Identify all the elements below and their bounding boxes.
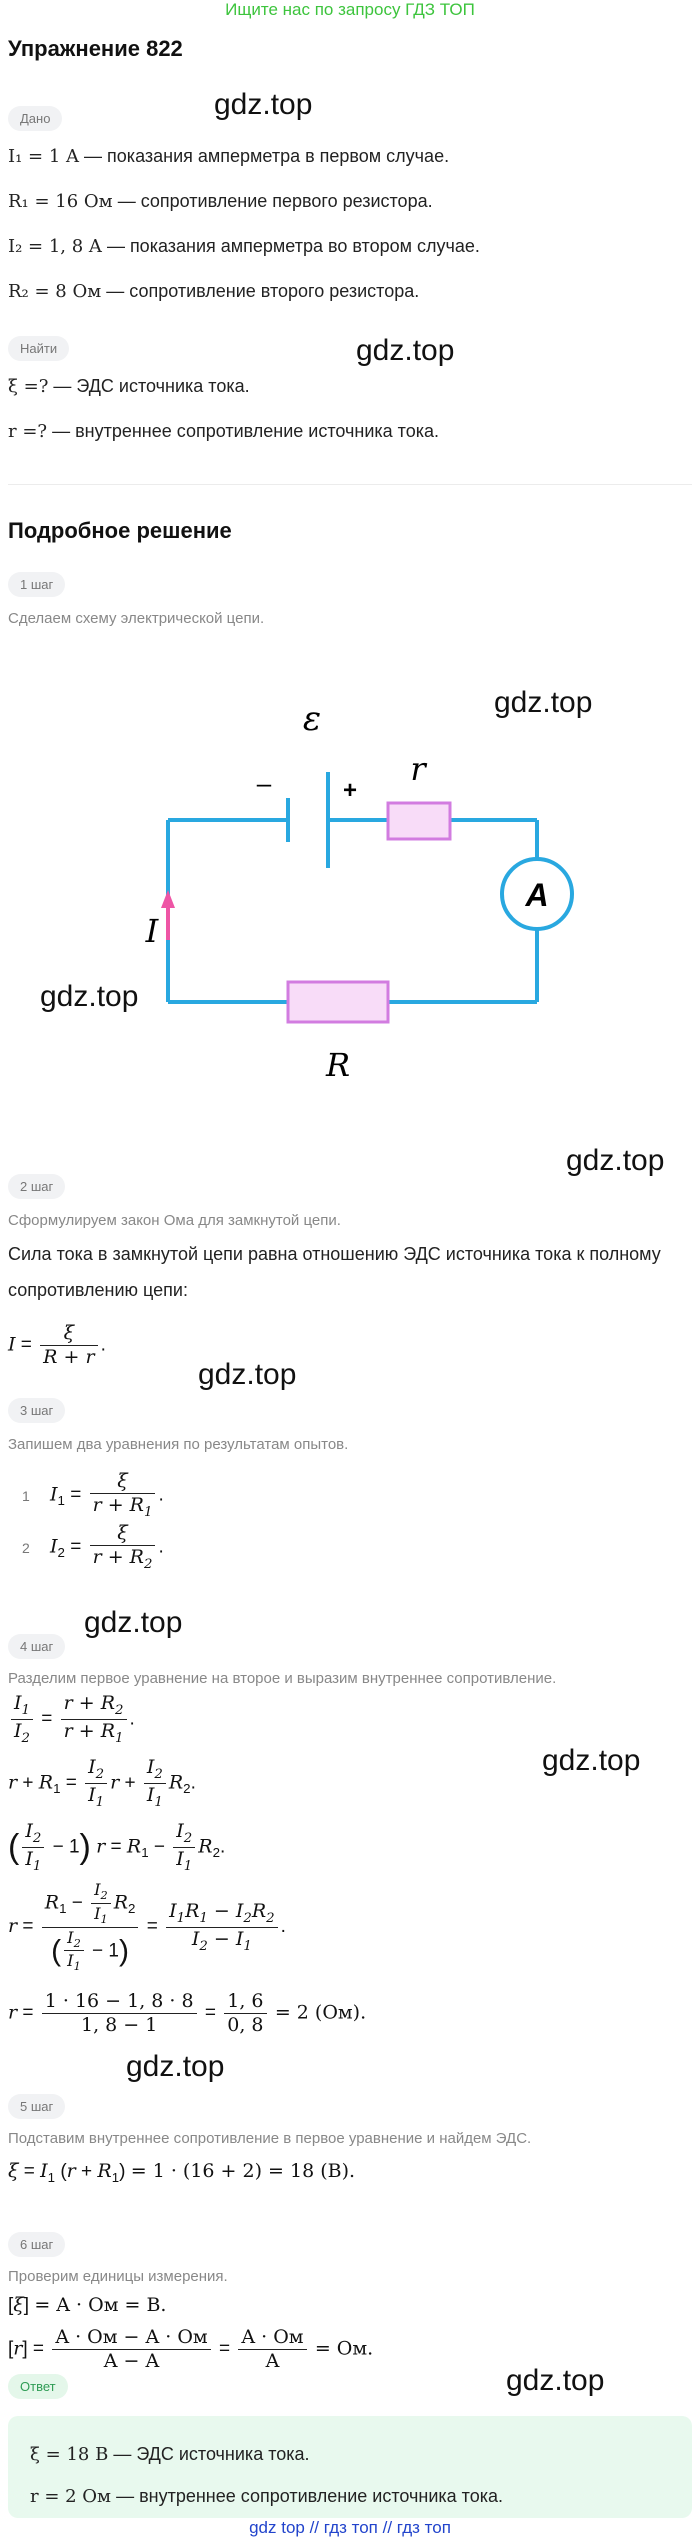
watermark: gdz.top bbox=[542, 1744, 641, 1777]
step-5-text: Подставим внутреннее сопротивление в пер… bbox=[8, 2130, 532, 2147]
circuit-diagram: ε – + r A I R bbox=[145, 699, 574, 1084]
step-6-chip: 6 шаг bbox=[8, 2232, 66, 2257]
step-3-chip: 3 шаг bbox=[8, 1398, 66, 1423]
step-4-text: Разделим первое уравнение на второе и вы… bbox=[8, 1670, 557, 1687]
watermark: gdz.top bbox=[198, 1358, 297, 1391]
watermark: gdz.top bbox=[506, 2364, 605, 2397]
watermark: gdz.top bbox=[566, 1144, 665, 1177]
eq-number-2: 2 bbox=[22, 1540, 30, 1556]
plus-sign: + bbox=[343, 777, 357, 804]
circuit-wires bbox=[166, 772, 574, 1004]
units-check-emf: [ξ] = A · Ом = В. bbox=[8, 2294, 167, 2316]
watermark: gdz.top bbox=[494, 686, 593, 719]
step-3-text: Запишем два уравнения по результатам опы… bbox=[8, 1436, 349, 1453]
step-5-chip: 5 шаг bbox=[8, 2094, 66, 2119]
watermark: gdz.top bbox=[356, 334, 455, 367]
given-line-3: I₂ = 1, 8 A — показания амперметра во вт… bbox=[8, 236, 480, 257]
current-label: I bbox=[145, 912, 160, 950]
watermark: gdz.top bbox=[126, 2050, 225, 2083]
emf-label: ε bbox=[303, 699, 321, 739]
given-line-2: R₁ = 16 Ом — сопротивление первого резис… bbox=[8, 191, 433, 212]
answer-line-1: ξ = 18 В — ЭДС источника тока. bbox=[30, 2444, 310, 2465]
given-line-4: R₂ = 8 Ом — сопротивление второго резист… bbox=[8, 281, 420, 302]
step-2-text: Сформулируем закон Ома для замкнутой цеп… bbox=[8, 1212, 341, 1229]
answer-chip: Ответ bbox=[8, 2374, 68, 2399]
eq-number-1: 1 bbox=[22, 1488, 30, 1504]
page-title: Упражнение 822 bbox=[8, 36, 183, 61]
current-arrow-head bbox=[161, 890, 175, 908]
emf-calculation: ξ = I1 (r + R1) = 1 · (16 + 2) = 18 (В). bbox=[8, 2160, 356, 2185]
ammeter-circle bbox=[500, 857, 574, 931]
divider bbox=[8, 484, 692, 485]
solution-title: Подробное решение bbox=[8, 518, 232, 543]
ammeter-label: A bbox=[524, 877, 548, 913]
given-chip: Дано bbox=[8, 106, 63, 131]
watermark: gdz.top bbox=[214, 88, 313, 121]
r-label: r bbox=[410, 750, 427, 788]
step-1-chip: 1 шаг bbox=[8, 572, 66, 597]
step-2-chip: 2 шаг bbox=[8, 1174, 66, 1199]
step-6-text: Проверим единицы измерения. bbox=[8, 2268, 228, 2285]
step-2-body: Сила тока в замкнутой цепи равна отношен… bbox=[8, 1244, 661, 1300]
internal-resistor bbox=[386, 801, 452, 841]
step-1-text: Сделаем схему электрической цепи. bbox=[8, 610, 265, 627]
answer-line-2: r = 2 Ом — внутреннее сопротивление исто… bbox=[30, 2486, 504, 2507]
minus-sign: – bbox=[257, 768, 272, 798]
step-4-chip: 4 шаг bbox=[8, 1634, 66, 1659]
find-line-2: r =? — внутреннее сопротивление источник… bbox=[8, 421, 440, 442]
find-line-1: ξ =? — ЭДС источника тока. bbox=[8, 376, 250, 397]
answer-box: ξ = 18 В — ЭДС источника тока. r = 2 Ом … bbox=[8, 2416, 692, 2518]
find-chip: Найти bbox=[8, 336, 70, 361]
search-banner[interactable]: Ищите нас по запросу ГДЗ ТОП bbox=[225, 0, 475, 19]
external-resistor bbox=[286, 980, 390, 1024]
watermark: gdz.top bbox=[84, 1606, 183, 1639]
footer-links[interactable]: gdz top // гдз топ // гдз топ bbox=[249, 2518, 451, 2537]
given-line-1: I₁ = 1 A — показания амперметра в первом… bbox=[8, 146, 450, 167]
R-label: R bbox=[325, 1046, 350, 1084]
watermark: gdz.top bbox=[40, 980, 139, 1013]
